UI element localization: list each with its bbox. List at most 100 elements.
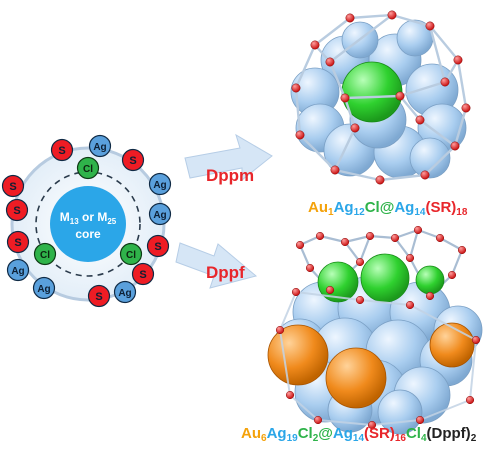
bond (469, 339, 477, 401)
formula-part: Au (241, 425, 261, 442)
sulfur-sphere (355, 295, 365, 305)
chloride-atom: Cl (76, 156, 100, 180)
sulfur-sphere (375, 175, 385, 185)
sulfur-sphere (291, 287, 301, 297)
sulfur-sphere (447, 270, 457, 280)
silver-atom: Ag (88, 134, 112, 158)
bond (328, 61, 347, 99)
svg-text:Ag: Ag (118, 288, 131, 299)
bond (456, 59, 468, 109)
svg-text:S: S (9, 181, 16, 193)
svg-text:Cl: Cl (126, 250, 136, 261)
bond (439, 237, 463, 251)
chloride-atom: Cl (119, 242, 143, 266)
formula-part: Au (308, 199, 328, 216)
formula-part: Ag (333, 199, 354, 216)
sulfur-sphere (340, 93, 350, 103)
bond (279, 329, 291, 396)
chloride-atom: Cl (33, 242, 57, 266)
sulfur-atom: S (146, 234, 170, 258)
bond (453, 107, 468, 147)
formula-part: 2 (312, 433, 319, 444)
sulfur-sphere (325, 285, 335, 295)
silver-atom: Ag (6, 258, 30, 282)
svg-text:Ag: Ag (153, 180, 166, 191)
sulfur-sphere (285, 390, 295, 400)
formula-part: Ag (266, 425, 287, 442)
bond (344, 234, 371, 244)
ligand-label-dppf: Dppf (206, 263, 245, 282)
bond (319, 234, 346, 244)
bond (429, 25, 459, 61)
formula-part: @ (318, 425, 333, 442)
bond (428, 25, 447, 83)
sulfur-sphere (425, 291, 435, 301)
arrow-bottom (175, 242, 258, 289)
bond (408, 229, 420, 259)
bond (391, 13, 431, 28)
formula-part: 18 (456, 207, 468, 218)
svg-text:S: S (139, 269, 146, 281)
sulfur-sphere (345, 13, 355, 23)
bond (394, 237, 411, 259)
svg-text:Ag: Ag (93, 142, 106, 153)
formula-part: 2 (470, 433, 477, 444)
svg-text:Cl: Cl (83, 164, 93, 175)
cluster-model-dppf (267, 225, 483, 435)
formula-part: 16 (394, 433, 406, 444)
sulfur-sphere (315, 231, 325, 241)
silver-atom: Ag (148, 202, 172, 226)
bond (358, 235, 372, 263)
bond (294, 44, 317, 89)
svg-text:Ag: Ag (153, 210, 166, 221)
sulfur-sphere (413, 225, 423, 235)
bond (371, 419, 421, 426)
formula-part: @ (379, 199, 395, 216)
svg-text:S: S (95, 291, 102, 303)
sulfur-sphere (471, 335, 481, 345)
formula-part: Ag (332, 425, 353, 442)
bond (409, 304, 477, 341)
svg-text:S: S (154, 241, 161, 253)
bond (394, 228, 419, 240)
sulfur-atom: S (131, 262, 155, 286)
bond (343, 97, 357, 129)
sulfur-sphere (295, 240, 305, 250)
sulfur-sphere (465, 395, 475, 405)
svg-text:S: S (14, 237, 21, 249)
gold-sphere (429, 322, 475, 368)
bond (419, 399, 471, 421)
formula-part: Cl (405, 425, 421, 442)
gold-sphere (267, 324, 329, 386)
bond (344, 94, 401, 100)
sulfur-sphere (310, 40, 320, 50)
bond (334, 168, 381, 182)
sulfur-sphere (340, 237, 350, 247)
formula-part: (Dppf) (426, 425, 471, 442)
sulfur-sphere (440, 77, 450, 87)
core-label-line1: M13 or M25 (60, 210, 117, 226)
sulfur-sphere (295, 130, 305, 140)
bond (279, 291, 297, 331)
ligand-label-dppm: Dppm (206, 166, 254, 185)
sulfur-atom: S (121, 148, 145, 172)
svg-text:S: S (129, 155, 136, 167)
bond (298, 244, 312, 269)
sulfur-sphere (457, 245, 467, 255)
sulfur-sphere (355, 257, 365, 267)
formula-part: (SR) (364, 425, 395, 442)
sulfur-sphere (291, 83, 301, 93)
formula-part: Ag (394, 199, 415, 216)
sulfur-sphere (305, 263, 315, 273)
sulfur-sphere (350, 123, 360, 133)
formula-part: Cl (364, 199, 380, 216)
sulfur-sphere (390, 233, 400, 243)
bond (424, 145, 456, 176)
formula-part: 19 (286, 433, 298, 444)
svg-text:Ag: Ag (37, 284, 50, 295)
sulfur-sphere (453, 55, 463, 65)
chloride-sphere (415, 265, 445, 295)
bond (399, 95, 421, 121)
